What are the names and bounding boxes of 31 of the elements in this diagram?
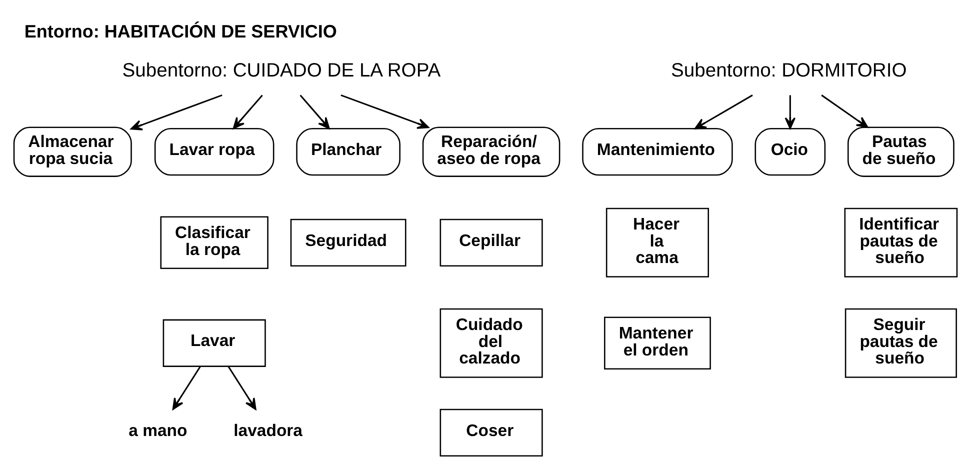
arrow [232,94,263,129]
node-text: Subentorno: DORMITORIO [671,60,907,81]
arrow [228,365,256,410]
node-box: Seguridad [290,218,406,266]
arrow [694,94,753,129]
node-box: Almacenar ropa sucia [13,126,132,176]
node-box: Identificar pautas de sueño [844,207,958,277]
arrow [172,365,202,410]
node-box: Reparación/ aseo de ropa [422,126,560,176]
arrow [340,94,430,128]
node-box: Coser [440,408,543,456]
node-box: Seguir pautas de sueño [844,308,957,378]
node-text: a mano [128,420,188,440]
node-box: Mantener el orden [604,316,711,370]
diagram-title: Entorno: HABITACIÓN DE SERVICIO [24,20,337,41]
arrow [130,94,222,130]
arrow [300,94,330,129]
node-text: Subentorno: CUIDADO DE LA ROPA [122,60,441,81]
node-box: Planchar [296,128,400,176]
arrow [784,94,796,129]
node-box: Pautas de sueño [847,126,954,176]
node-box: Lavar [162,318,266,366]
node-box: Hacer la cama [606,207,709,277]
node-box: Ocio [754,128,826,176]
node-text: lavadora [234,420,303,440]
node-box: Clasificar la ropa [160,216,268,269]
node-box: Mantenimiento [582,128,733,176]
node-box: Cepillar [440,218,543,266]
arrow [821,94,868,128]
node-box: Cuidado del calzado [440,308,543,378]
node-box: Lavar ropa [154,128,274,176]
